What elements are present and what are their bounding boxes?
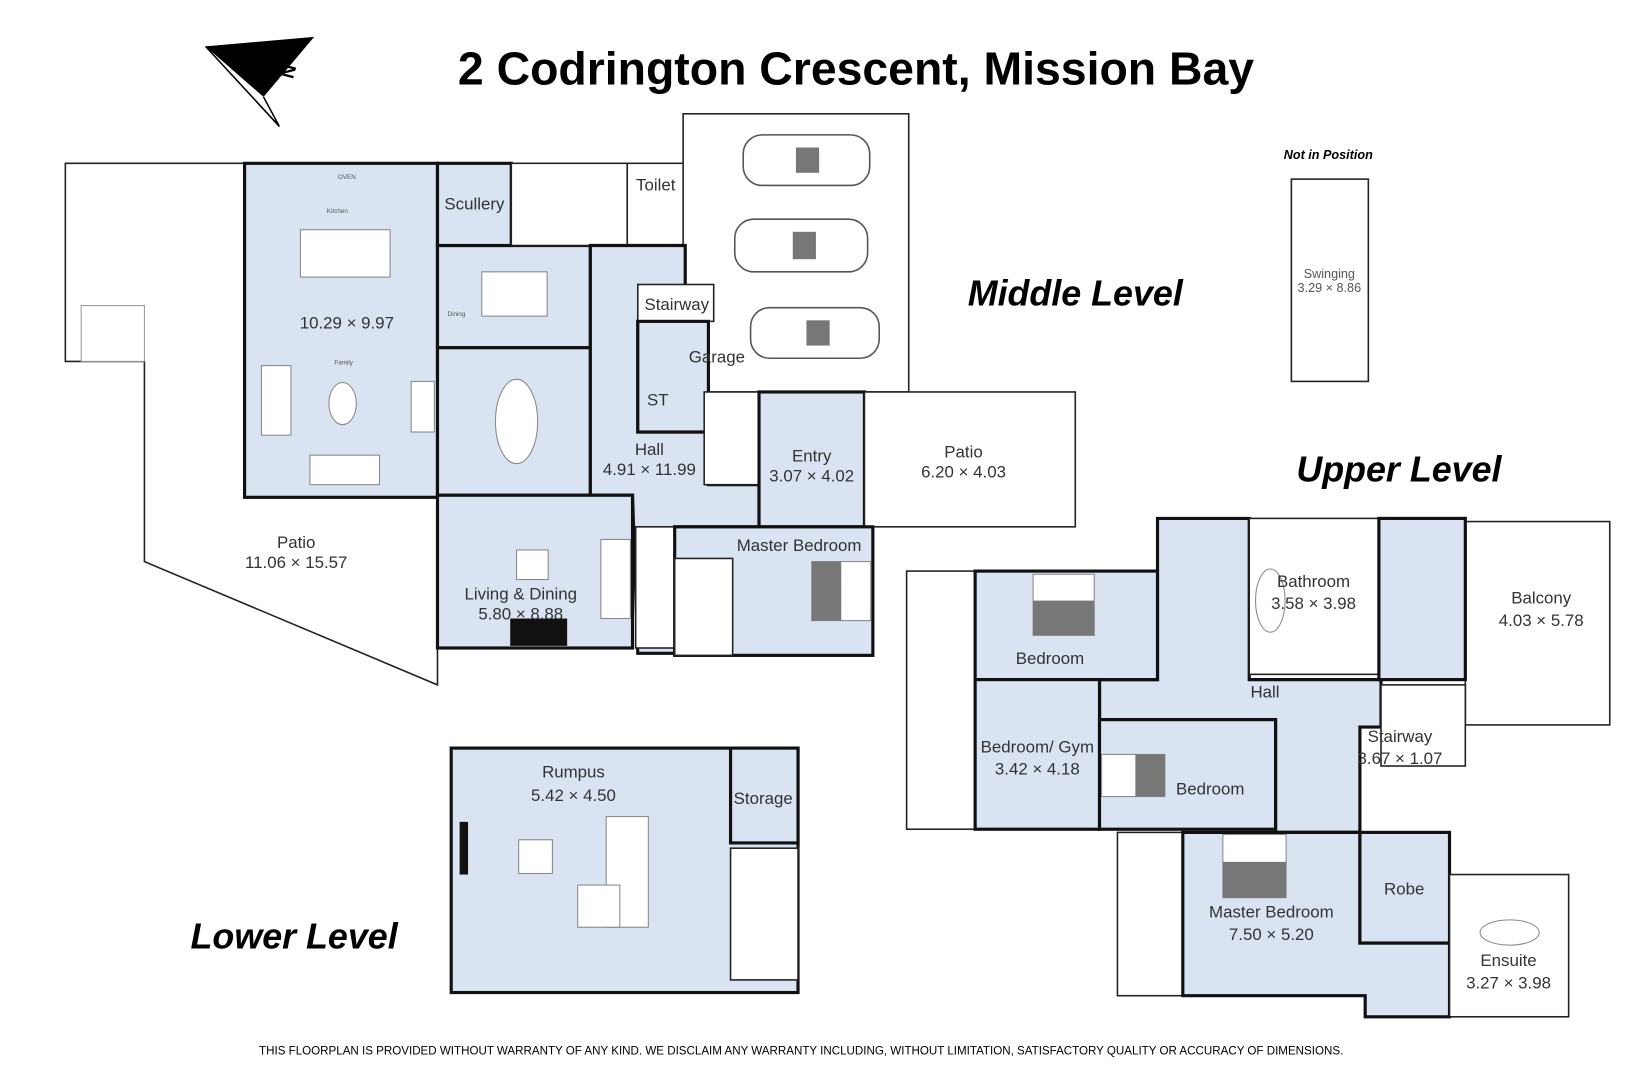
ensuite-label: Ensuite bbox=[1480, 951, 1536, 970]
upper-terrace bbox=[905, 570, 976, 831]
entry-room bbox=[757, 390, 867, 529]
ensuite-bathroom bbox=[673, 557, 734, 657]
kitchen-island bbox=[299, 229, 391, 278]
patio-right-dims: 6.20 × 4.03 bbox=[921, 462, 1006, 481]
kitchen-family-room bbox=[242, 161, 440, 499]
swinging-dims: 3.29 × 8.86 bbox=[1298, 281, 1362, 295]
tv-icon bbox=[459, 821, 469, 875]
car-icon bbox=[742, 134, 871, 187]
stairs-icon bbox=[703, 391, 760, 486]
not-in-position-label: Not in Position bbox=[1284, 148, 1373, 162]
car-icon bbox=[749, 306, 880, 360]
hall-label: Hall bbox=[635, 440, 664, 459]
stairway-label: Stairway bbox=[644, 295, 709, 314]
scullery-label: Scullery bbox=[444, 195, 505, 214]
north-arrow-icon: N bbox=[204, 36, 315, 127]
living-dining-label: Living & Dining bbox=[465, 585, 577, 604]
ensuite-dims: 3.27 × 3.98 bbox=[1466, 973, 1551, 992]
balcony-dims: 4.03 × 5.78 bbox=[1499, 611, 1584, 630]
bathroom-dims: 3.58 × 3.98 bbox=[1271, 594, 1356, 613]
patio-right bbox=[863, 391, 1077, 528]
swinging-area: Not in Position Swinging 3.29 × 8.86 bbox=[1284, 148, 1373, 383]
swinging-label: Swinging bbox=[1304, 267, 1355, 281]
dining-table-oval bbox=[494, 378, 539, 465]
robe-room bbox=[1358, 830, 1452, 945]
patio-left-label: Patio bbox=[277, 533, 315, 552]
garage-label: Garage bbox=[689, 347, 745, 366]
patio-left-dims: 11.06 × 15.57 bbox=[245, 553, 347, 572]
dressing-room bbox=[1377, 516, 1467, 682]
coffee-table bbox=[328, 381, 357, 426]
upper-master-bedroom-dims: 7.50 × 5.20 bbox=[1229, 925, 1314, 944]
outdoor-stairs-icon bbox=[80, 305, 145, 362]
st-room bbox=[636, 319, 710, 434]
bed-cover bbox=[1135, 754, 1165, 797]
bed-cover bbox=[1222, 861, 1287, 898]
coffee-table bbox=[518, 839, 553, 875]
sofa bbox=[260, 365, 292, 436]
dining-table bbox=[481, 271, 548, 317]
toilet-label: Toilet bbox=[636, 176, 676, 195]
robe-label: Robe bbox=[1384, 880, 1424, 899]
stairway-room bbox=[636, 283, 715, 323]
entry-dims: 3.07 × 4.02 bbox=[769, 467, 854, 486]
side-table bbox=[516, 549, 549, 581]
upper-master-bedroom-label: Master Bedroom bbox=[1209, 903, 1334, 922]
bed-cover bbox=[1033, 600, 1095, 636]
upper-terrace-2 bbox=[1116, 831, 1184, 997]
disclaimer-text: THIS FLOORPLAN IS PROVIDED WITHOUT WARRA… bbox=[259, 1046, 1343, 1058]
st-label: ST bbox=[647, 391, 669, 410]
kitchen-label: Kitchen bbox=[327, 208, 349, 215]
family-label: Family bbox=[334, 360, 353, 367]
car-icon bbox=[733, 218, 869, 273]
north-letter: N bbox=[277, 62, 301, 81]
fireplace-icon bbox=[510, 618, 568, 646]
rumpus-dims: 5.42 × 4.50 bbox=[531, 786, 616, 805]
sideboard bbox=[410, 380, 435, 433]
page-title: 2 Codrington Crescent, Mission Bay bbox=[458, 42, 1254, 94]
bathroom-label: Bathroom bbox=[1277, 572, 1350, 591]
upper-stairway-label: Stairway bbox=[1368, 727, 1433, 746]
bed-cover bbox=[811, 561, 842, 621]
bedroom-gym-dims: 3.42 × 4.18 bbox=[995, 759, 1080, 778]
patio-right-label: Patio bbox=[944, 442, 982, 461]
storage-room bbox=[728, 746, 800, 845]
living-dining-dims: 5.80 × 8.88 bbox=[478, 605, 563, 624]
lower-level-heading: Lower Level bbox=[191, 916, 399, 956]
upper-stairway-dims: 3.67 × 1.07 bbox=[1358, 749, 1443, 768]
upper-stairway-room bbox=[1380, 684, 1467, 767]
laundry-room bbox=[510, 162, 629, 247]
lower-level: Rumpus 5.42 × 4.50 Storage Lower Level bbox=[191, 746, 800, 995]
stairs-icon bbox=[634, 526, 676, 649]
sofa bbox=[600, 538, 631, 620]
sofa-chaise bbox=[577, 884, 621, 928]
rumpus-label: Rumpus bbox=[542, 763, 605, 782]
entry-label: Entry bbox=[792, 447, 832, 466]
balcony-label: Balcony bbox=[1511, 589, 1572, 608]
sofa bbox=[309, 454, 381, 486]
lower-stairs-icon bbox=[729, 847, 799, 981]
storage-label: Storage bbox=[734, 789, 793, 808]
dining-label: Dining bbox=[448, 311, 466, 318]
swinging-room bbox=[1290, 178, 1370, 383]
bedroom-gym-label: Bedroom/ Gym bbox=[981, 737, 1094, 756]
upper-bedroom-2-label: Bedroom bbox=[1176, 779, 1244, 798]
middle-level: OVEN Kitchen Dining Family 10.29 × 9.97 … bbox=[64, 113, 1184, 687]
upper-hall-label: Hall bbox=[1251, 683, 1280, 702]
upper-level: Upper Level Bedroom Bathroom 3.58 × 3.98… bbox=[905, 450, 1611, 1019]
oven-label: OVEN bbox=[338, 174, 356, 181]
bathtub-icon bbox=[1255, 568, 1286, 633]
master-bedroom-label: Master Bedroom bbox=[737, 536, 862, 555]
hall-dims: 4.91 × 11.99 bbox=[603, 460, 696, 479]
upper-level-heading: Upper Level bbox=[1296, 450, 1502, 490]
kitchen-family-dims: 10.29 × 9.97 bbox=[300, 314, 394, 333]
upper-bedroom-1-label: Bedroom bbox=[1016, 649, 1084, 668]
middle-level-heading: Middle Level bbox=[968, 274, 1184, 314]
scullery-room bbox=[435, 161, 513, 248]
ensuite-room bbox=[1448, 873, 1570, 1018]
bathtub-icon bbox=[1479, 919, 1540, 946]
